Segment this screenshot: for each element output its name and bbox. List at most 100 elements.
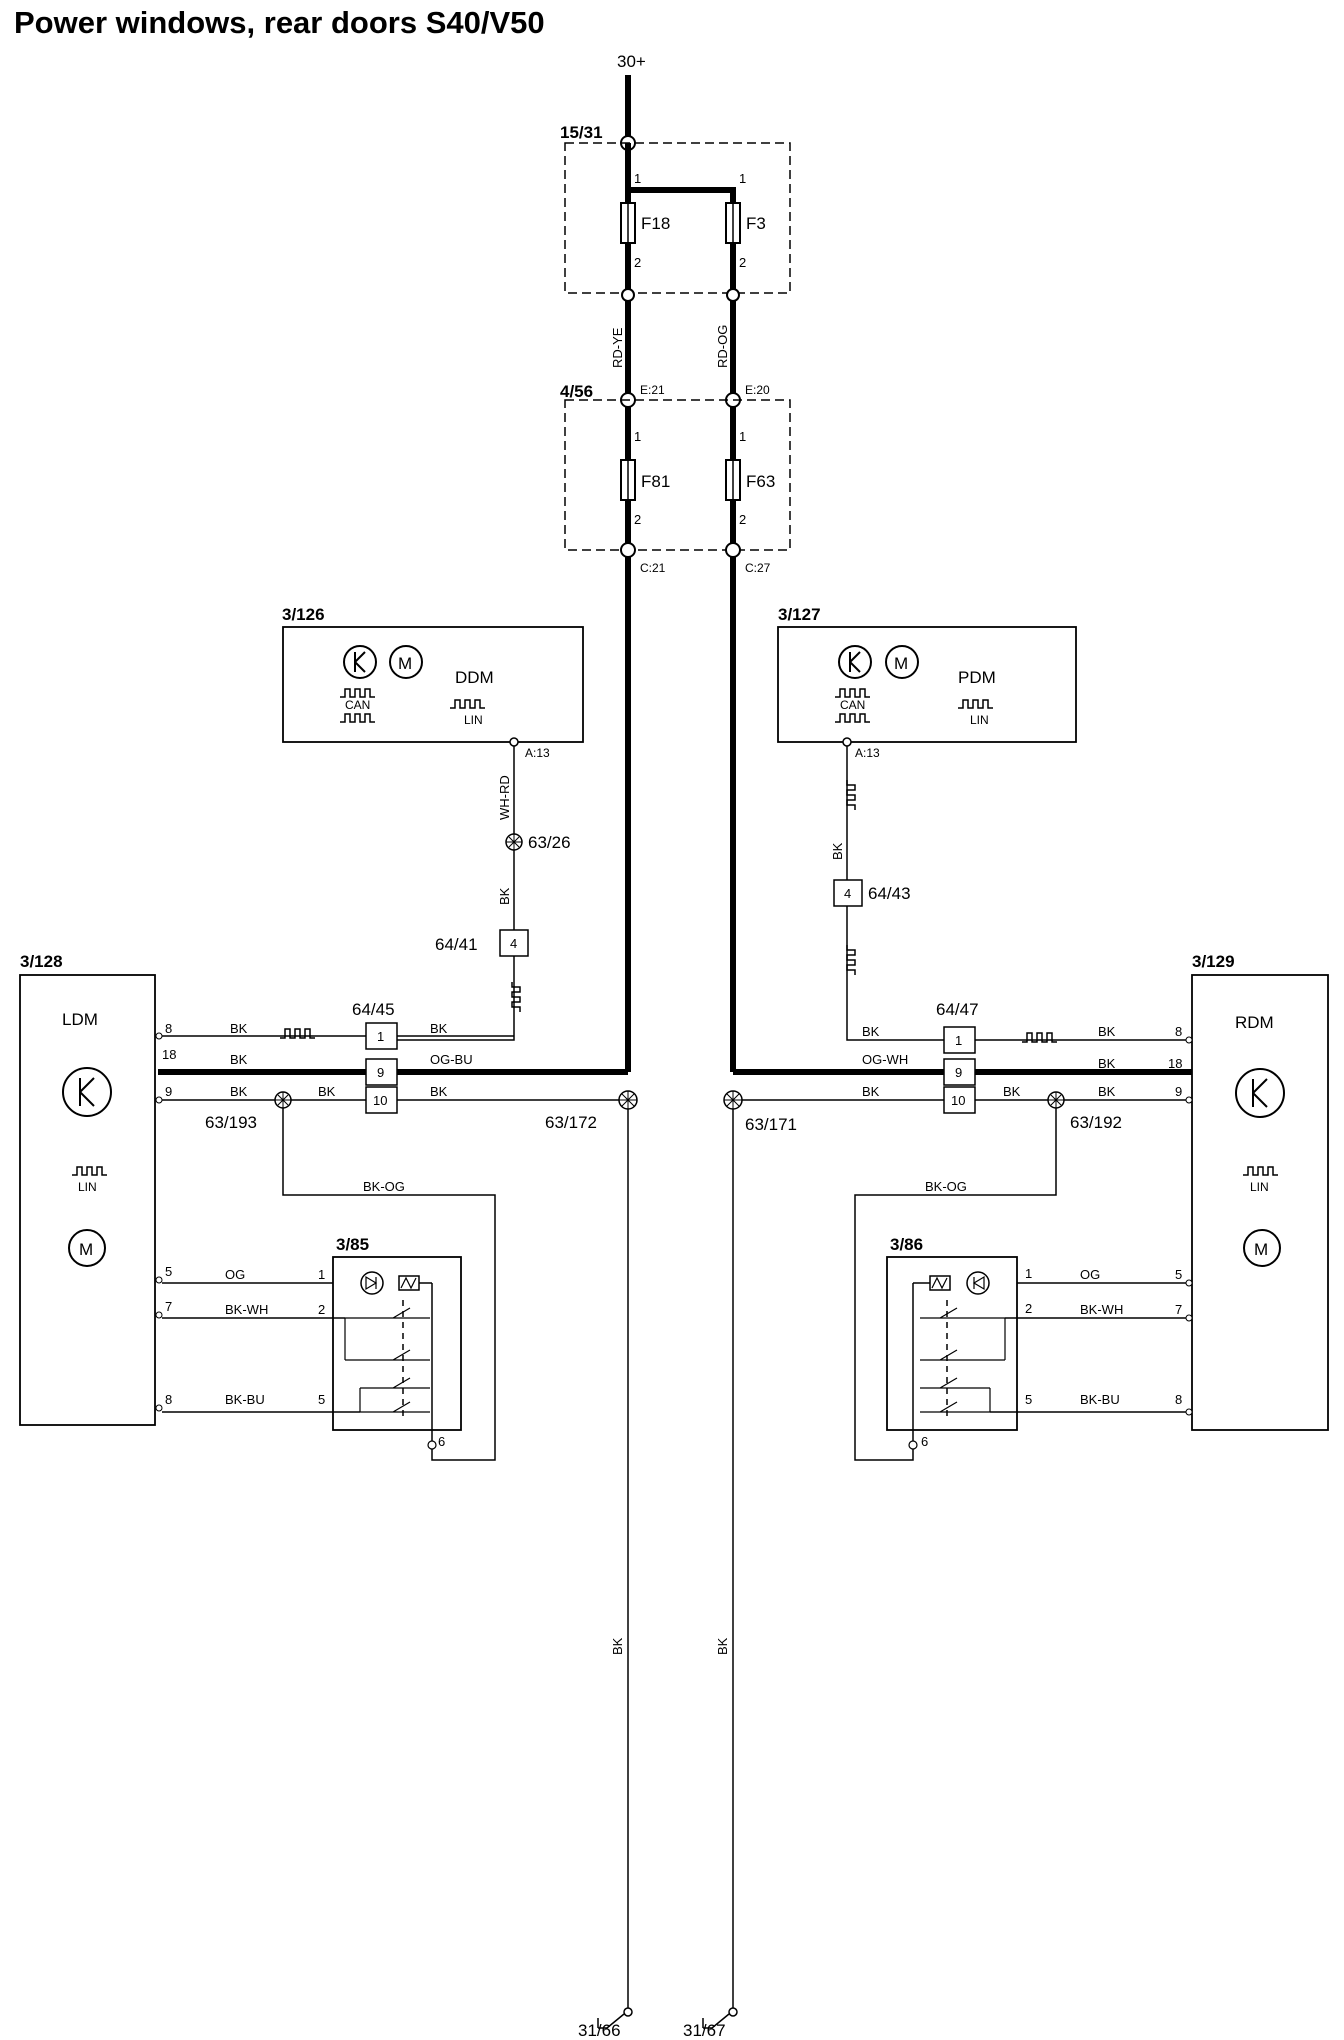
f81-pin-1: 1 <box>634 429 641 444</box>
ldm-pin-9: 9 <box>165 1084 172 1099</box>
svg-text:M: M <box>1254 1240 1268 1259</box>
switch-3-85 <box>332 1256 462 1431</box>
transistor-icon <box>1235 1068 1285 1118</box>
can-signal-icon <box>835 688 870 698</box>
svg-text:9: 9 <box>955 1065 962 1080</box>
ground-31-66-label: 31/66 <box>578 2021 621 2040</box>
fusebox-b-out-left <box>620 542 636 558</box>
ddm-name: DDM <box>455 668 494 687</box>
rdm-pin-8a: 8 <box>1175 1024 1182 1039</box>
wire-og-right-label: OG <box>1080 1267 1100 1282</box>
conn-e20: E:20 <box>745 383 770 397</box>
wire-wh-rd-label: WH-RD <box>497 775 512 820</box>
connector-64-47-label: 64/47 <box>936 1000 979 1019</box>
fusebox-4-56 <box>564 399 791 551</box>
wire-bk-bu-left-label: BK-BU <box>225 1392 265 1407</box>
pdm-can-label: CAN <box>840 698 865 712</box>
ldm-pin-8b: 8 <box>165 1392 172 1407</box>
wire-ddm-lin <box>378 746 515 1041</box>
fuse-f63-label: F63 <box>746 472 775 491</box>
svg-text:10: 10 <box>373 1093 387 1108</box>
wire-bk-ldm-4: BK <box>318 1084 336 1099</box>
ldm-pin-8a: 8 <box>165 1021 172 1036</box>
switch-left-pin-1: 1 <box>318 1267 325 1282</box>
wire-bk-og-left-label: BK-OG <box>363 1179 405 1194</box>
svg-text:1: 1 <box>955 1033 962 1048</box>
fuse-f81-label: F81 <box>641 472 670 491</box>
wire-bk-ldm-3: BK <box>230 1084 248 1099</box>
wire-pdm-lin <box>846 746 955 1041</box>
svg-text:M: M <box>894 654 908 673</box>
junction-15-31-label: 15/31 <box>560 123 603 142</box>
led-icon <box>360 1271 384 1295</box>
ddm-can-label: CAN <box>345 698 370 712</box>
transistor-icon <box>343 645 377 679</box>
fusebox-4-56-label: 4/56 <box>560 382 593 401</box>
switch-right-pin-1: 1 <box>1025 1266 1032 1281</box>
wire-bk-og-right <box>854 1108 1057 1461</box>
svg-text:10: 10 <box>951 1093 965 1108</box>
diagram-title: Power windows, rear doors S40/V50 <box>14 5 545 40</box>
pdm-box <box>777 626 1077 743</box>
rdm-pin-18: 18 <box>1168 1056 1182 1071</box>
rdm-name: RDM <box>1235 1013 1274 1032</box>
f18-pin-2: 2 <box>634 255 641 270</box>
ddm-box <box>282 626 584 743</box>
ldm-name: LDM <box>62 1010 98 1029</box>
switch-3-85-label: 3/85 <box>336 1235 369 1254</box>
fuse-f3-label: F3 <box>746 214 766 233</box>
f3-pin-1: 1 <box>739 171 746 186</box>
motor-icon <box>389 645 423 679</box>
wire-bk-ground-right: BK <box>715 1637 730 1655</box>
ldm-pin-5: 5 <box>165 1264 172 1279</box>
rdm-pin-9: 9 <box>1175 1084 1182 1099</box>
connector-64-45-pin-9 <box>365 1058 398 1086</box>
wire-bk-rdm-2: BK <box>1098 1056 1116 1071</box>
switch-3-86 <box>886 1256 1018 1431</box>
wire-bk-rdm-5: BK <box>1098 1084 1116 1099</box>
rdm-pin-7: 7 <box>1175 1302 1182 1317</box>
rdm-pin-8b: 8 <box>1175 1392 1182 1407</box>
wire-og-bu-label: OG-BU <box>430 1052 473 1067</box>
f3-out-node <box>726 288 740 302</box>
connector-64-47-pin-9 <box>943 1058 976 1086</box>
wire-bk-ground-left: BK <box>610 1637 625 1655</box>
f81-pin-2: 2 <box>634 512 641 527</box>
conn-c21: C:21 <box>640 561 666 575</box>
splice-63-26-label: 63/26 <box>528 833 571 852</box>
wire-bk-ddm-link: BK <box>430 1021 448 1036</box>
connector-64-47-pin-1 <box>943 1026 976 1054</box>
ldm-pin-18: 18 <box>162 1047 176 1062</box>
svg-text:M: M <box>79 1240 93 1259</box>
wire-bk-bu-right-label: BK-BU <box>1080 1392 1120 1407</box>
wire-bk-og-right-label: BK-OG <box>925 1179 967 1194</box>
ddm-pin: A:13 <box>525 746 550 760</box>
ddm-ref: 3/126 <box>282 605 325 624</box>
ground-31-67-label: 31/67 <box>683 2021 726 2040</box>
wire-rd-ye-label: RD-YE <box>610 327 625 368</box>
switch-right-pin-5: 5 <box>1025 1392 1032 1407</box>
connector-64-45-label: 64/45 <box>352 1000 395 1019</box>
wire-bk-rdm-1: BK <box>1098 1024 1116 1039</box>
ground-31-67-icon <box>702 2013 730 2029</box>
svg-text:M: M <box>398 654 412 673</box>
connector-64-41-label: 64/41 <box>435 935 478 954</box>
splice-63-171-label: 63/171 <box>745 1115 797 1134</box>
connector-64-47-pin-10 <box>943 1086 976 1114</box>
fuse-f18-label: F18 <box>641 214 670 233</box>
wire-bk-ldm-1: BK <box>230 1021 248 1036</box>
wire-bk-label-ddm: BK <box>497 887 512 905</box>
rdm-box <box>1191 974 1329 1431</box>
wire-og-left-label: OG <box>225 1267 245 1282</box>
connector-64-43-pin: 4 <box>844 886 851 901</box>
transistor-icon <box>62 1067 112 1117</box>
lin-signal-icon <box>958 699 993 709</box>
wire-og-wh-label: OG-WH <box>862 1052 908 1067</box>
splice-63-172-label: 63/172 <box>545 1113 597 1132</box>
pdm-ref: 3/127 <box>778 605 821 624</box>
motor-icon <box>885 645 919 679</box>
ldm-lin-label: LIN <box>78 1180 97 1194</box>
wire-bk-label-pdm: BK <box>830 842 845 860</box>
connector-64-41 <box>499 929 529 957</box>
